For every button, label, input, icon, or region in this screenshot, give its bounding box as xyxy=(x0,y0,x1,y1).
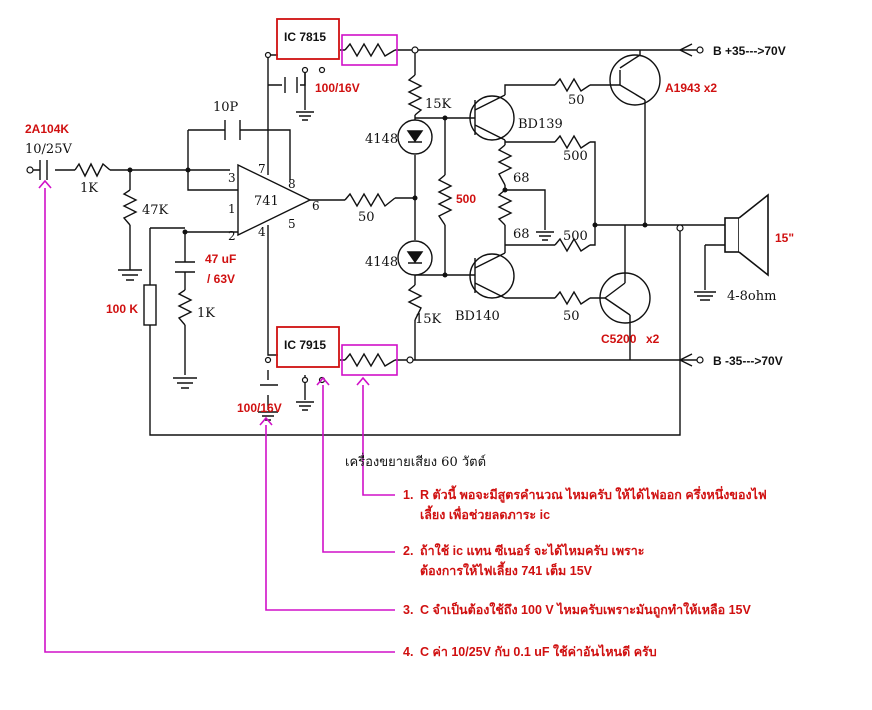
label-r-68-a: 68 xyxy=(513,171,530,186)
label-pin5: 5 xyxy=(288,217,296,231)
label-r-500-bias: 500 xyxy=(456,192,476,206)
diode-4148-bottom xyxy=(397,240,433,276)
label-r-500-b: 500 xyxy=(563,229,588,244)
resistor-68-b xyxy=(497,189,513,226)
label-c-47uf: 47 uF xyxy=(205,252,236,266)
ic7915-highlight xyxy=(276,326,340,368)
label-pin6: 6 xyxy=(312,199,320,213)
capacitor-10p xyxy=(224,120,241,140)
label-c-47uf-voltage: / 63V xyxy=(207,272,235,286)
note-4-number: 4. xyxy=(403,645,413,659)
label-c5200-qty: x2 xyxy=(646,332,660,346)
resistor-bottom-highlight xyxy=(341,344,398,376)
label-ic7915: IC 7915 xyxy=(284,338,326,352)
label-bd140: BD140 xyxy=(455,309,500,324)
diode-4148-top xyxy=(397,119,433,155)
label-input-cap-code: 2A104K xyxy=(25,122,69,136)
diagram-caption: เครื่องขยายเสียง 60 วัตต์ xyxy=(345,453,486,470)
note-3-number: 3. xyxy=(403,603,413,617)
resistor-50-out xyxy=(344,192,396,208)
junction-dots xyxy=(127,115,648,278)
label-r-100k: 100 K xyxy=(106,302,138,316)
label-opamp: 741 xyxy=(254,194,279,209)
label-r-1k-input: 1K xyxy=(80,181,98,196)
ic7815-highlight xyxy=(276,18,340,60)
label-r-500-a: 500 xyxy=(563,149,588,164)
resistor-47k xyxy=(122,189,138,226)
label-pin1: 1 xyxy=(228,202,236,216)
label-ic7815: IC 7815 xyxy=(284,30,326,44)
label-vminus: B -35--->70V xyxy=(713,354,783,368)
resistor-50-a xyxy=(554,77,591,93)
label-pin4: 4 xyxy=(258,225,266,239)
note-1-line1: R ตัวนี้ พอจะมีสูตรคำนวณ ไหมครับ ให้ได้ไ… xyxy=(420,485,767,503)
label-r-50-a: 50 xyxy=(568,93,585,108)
transistor-c5200 xyxy=(599,272,651,324)
label-pin3: 3 xyxy=(228,171,236,185)
label-r-15k-bottom: 15K xyxy=(415,312,442,327)
resistor-1k-feedback xyxy=(177,289,193,326)
label-bd139: BD139 xyxy=(518,117,563,132)
label-cap-top: 100/16V xyxy=(315,81,360,95)
wires xyxy=(30,49,725,436)
resistor-500-bias xyxy=(437,174,453,226)
input-capacitor xyxy=(26,160,48,180)
label-pin2: 2 xyxy=(228,229,236,243)
label-r-50-out: 50 xyxy=(358,210,375,225)
label-diode-top: 4148 xyxy=(365,132,398,147)
note-2-number: 2. xyxy=(403,544,413,558)
resistor-500-b xyxy=(554,237,591,253)
label-r-15k-top: 15K xyxy=(425,97,452,112)
label-input-cap-value: 10/25V xyxy=(25,142,72,157)
resistor-50-c xyxy=(554,290,591,306)
resistor-15k-top xyxy=(407,74,423,116)
note-1-number: 1. xyxy=(403,488,413,502)
resistor-15k-bottom xyxy=(407,284,423,321)
transistor-a1943 xyxy=(609,54,661,106)
speaker-icon xyxy=(724,193,769,277)
note-3-line1: C จำเป็นต้องใช้ถึง 100 V ไหมครับเพราะมัน… xyxy=(420,602,752,618)
label-c-10p: 10P xyxy=(213,100,239,115)
label-diode-bottom: 4148 xyxy=(365,255,398,270)
label-vplus: B +35--->70V xyxy=(713,44,786,58)
label-r-1k-feedback: 1K xyxy=(197,306,215,321)
label-cap-bottom: 100/16V xyxy=(237,401,282,415)
note-4-line1: C ค่า 10/25V กับ 0.1 uF ใช้ค่าอันไหนดี ค… xyxy=(420,644,657,659)
capacitor-47uf xyxy=(175,261,195,273)
resistor-top-regulator xyxy=(344,42,396,58)
capacitor-100u-top xyxy=(284,77,298,93)
label-r-47k: 47K xyxy=(142,203,169,218)
label-speaker-impedance: 4-8ohm xyxy=(727,289,776,304)
label-r-50-c: 50 xyxy=(563,309,580,324)
label-pin7: 7 xyxy=(258,162,266,176)
transistor-bd139 xyxy=(469,95,515,141)
pointer-lines xyxy=(38,179,395,653)
label-c5200: C5200 xyxy=(601,332,637,346)
resistor-top-highlight xyxy=(341,34,398,66)
label-pin8: 8 xyxy=(288,177,296,191)
resistor-bottom-regulator xyxy=(344,352,396,368)
resistor-500-a xyxy=(554,134,591,150)
resistor-1k-input xyxy=(74,162,111,178)
transistor-bd140 xyxy=(469,253,515,299)
label-a1943: A1943 x2 xyxy=(665,81,717,95)
label-r-68-b: 68 xyxy=(513,227,530,242)
resistor-100k xyxy=(143,284,157,326)
note-1-line2: เลี้ยง เพื่อช่วยลดภาระ ic xyxy=(420,505,550,522)
note-2-line1: ถ้าใช้ ic แทน ซีเนอร์ จะได้ไหมครับ เพราะ xyxy=(420,543,645,558)
resistor-68-a xyxy=(497,144,513,186)
note-2-line2: ต้องการให้ไฟเลี้ยง 741 เต็ม 15V xyxy=(420,561,593,578)
label-speaker-size: 15" xyxy=(775,231,794,245)
